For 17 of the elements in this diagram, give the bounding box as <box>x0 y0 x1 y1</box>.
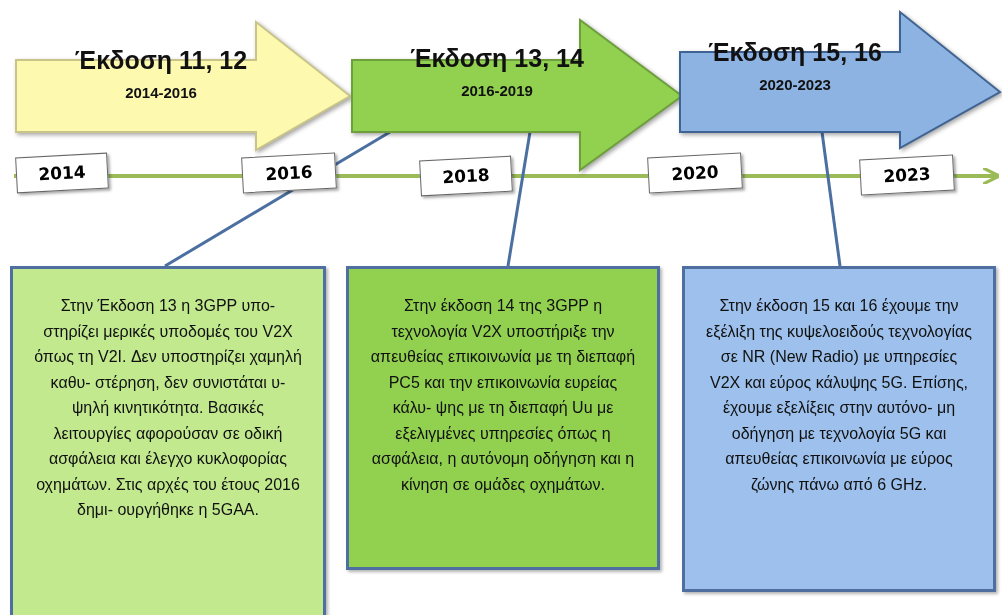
leader-line <box>820 131 842 267</box>
release-arrow <box>16 22 350 150</box>
year-tag: 2016 <box>241 152 337 194</box>
year-range: 2014-2016 <box>124 84 198 101</box>
year-range: 2020-2023 <box>758 76 832 93</box>
year-range: 2016-2019 <box>460 82 534 99</box>
year-tag: 2014 <box>15 152 109 194</box>
release-arrow <box>680 12 1000 148</box>
year-tag: 2018 <box>419 155 513 197</box>
release-title: Έκδοση 15, 16 <box>707 38 883 67</box>
release-title: Έκδοση 11, 12 <box>73 46 249 75</box>
description-box: Στην Έκδοση 13 η 3GPP υπο- στηρίζει μερικές υποδομές του V2X όπως τη V2I. Δεν υποστηρίζει χαμηλή καθυ- στέρηση, δεν συνιστάται υ- ψηλή κινητικότητα. Βασικές λειτουργίες αφορούσαν σε οδική ασφάλεια και έλεγχο κυκλοφορίας οχημάτων. Στις αρχές του έτους 2016 δημι- ουργήθηκε η 5GAA. <box>10 266 326 615</box>
year-tag: 2023 <box>859 154 955 196</box>
leader-line <box>506 131 532 267</box>
description-box: Στην έκδοση 15 και 16 έχουμε την εξέλιξη της κυψελοειδούς τεχνολογίας σε NR (New Radio) με υπηρεσίες V2X και εύρος κάλυψης 5G. Επίσης, έχουμε εξελίξεις στην αυτόνο- μη οδήγηση με τεχνολογία 5G και απευθείας επικοινωνία με εύρος ζώνης πάνω από 6 GHz. <box>682 266 996 592</box>
description-box: Στην έκδοση 14 της 3GPP η τεχνολογία V2X υποστήριξε την απευθείας επικοινωνία με τη διεπαφή PC5 και την επικοινωνία ευρείας κάλυ- ψης με τη διεπαφή Uu με εξελιγμένες υπηρεσίες όπως η ασφάλεια, η αυτόνομη οδήγηση και η κίνηση σε ομάδες οχημάτων. <box>346 266 660 570</box>
year-tag: 2020 <box>647 152 743 194</box>
